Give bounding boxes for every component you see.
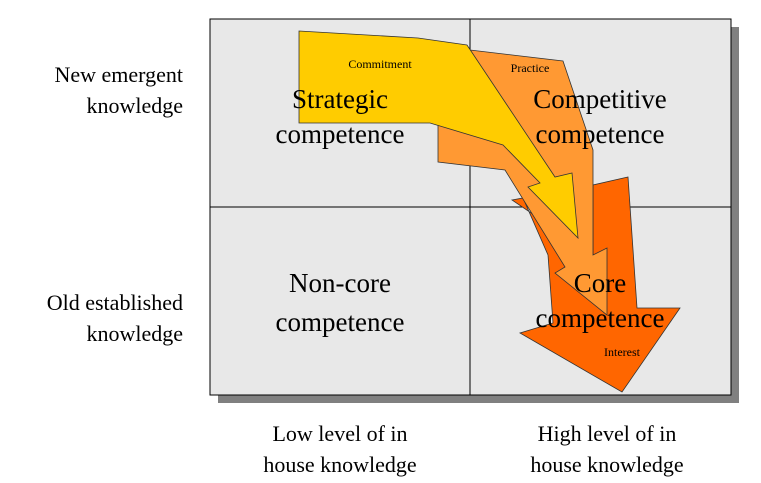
column-label-high: High level of in house knowledge bbox=[477, 418, 737, 480]
row-label-new-emergent: New emergent knowledge bbox=[3, 59, 184, 121]
row-label-old-established: Old established knowledge bbox=[3, 287, 183, 349]
quadrant-noncore-line2: competence bbox=[276, 307, 405, 337]
quadrant-strategic-line2: competence bbox=[276, 119, 405, 149]
column-label-line: house knowledge bbox=[530, 452, 684, 477]
column-label-line: Low level of in bbox=[272, 421, 408, 446]
quadrant-noncore-line1: Non-core bbox=[289, 268, 391, 298]
commitment-arrow-label: Commitment bbox=[348, 57, 412, 71]
row-label-line: knowledge bbox=[86, 321, 183, 346]
interest-arrow-label: Interest bbox=[604, 345, 641, 359]
quadrant-strategic-line1: Strategic bbox=[292, 84, 388, 114]
quadrant-core-line2: competence bbox=[536, 303, 665, 333]
column-label-line: house knowledge bbox=[263, 452, 417, 477]
commitment-arrow bbox=[298, 30, 579, 240]
row-label-line: knowledge bbox=[86, 93, 183, 118]
quadrant-core-line1: Core bbox=[574, 268, 627, 298]
row-label-line: New emergent bbox=[54, 62, 184, 87]
row-label-line: Old established bbox=[46, 290, 183, 315]
practice-arrow-label: Practice bbox=[511, 61, 550, 75]
column-label-low: Low level of in house knowledge bbox=[210, 418, 470, 480]
quadrant-competitive-line1: Competitive bbox=[533, 84, 667, 114]
column-label-line: High level of in bbox=[537, 421, 677, 446]
quadrant-competitive-line2: competence bbox=[536, 119, 665, 149]
